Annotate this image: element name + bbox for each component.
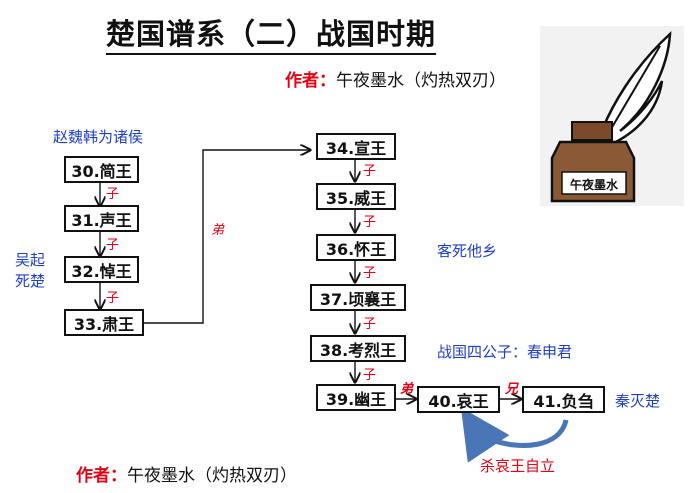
author-name-bottom: 午夜墨水（灼热双刃） (127, 466, 297, 486)
note-fuchu: 秦灭楚 (615, 392, 661, 410)
author-line-top: 作者：午夜墨水（灼热双刃） (285, 66, 506, 91)
author-label-bottom: 作者： (76, 466, 127, 486)
author-name: 午夜墨水（灼热双刃） (336, 71, 506, 91)
relation-30-31: 子 (106, 187, 120, 202)
note-kaolie: 战国四公子：春申君 (437, 343, 573, 361)
king-box-38: 38.考烈王 (310, 335, 406, 362)
relation-36-37: 子 (363, 266, 377, 281)
relation-31-32: 子 (106, 238, 120, 253)
king-box-34: 34.宣王 (316, 133, 396, 160)
note-wu-qi: 吴起 死楚 (15, 250, 45, 292)
king-box-39: 39.幽王 (316, 384, 396, 411)
relation-40-41: 兄 (505, 382, 519, 397)
king-box-33: 33.肃王 (64, 309, 144, 336)
page-title: 楚国谱系（二）战国时期 (106, 17, 437, 56)
king-box-40: 40.哀王 (417, 386, 500, 413)
relation-34-35: 子 (363, 164, 377, 179)
note-wu-qi-line2: 死楚 (15, 272, 46, 290)
relation-33-34: 弟 (211, 223, 225, 238)
quill-icon (550, 30, 672, 203)
king-box-35: 35.威王 (316, 183, 396, 210)
king-box-41: 41.负刍 (522, 386, 605, 413)
relation-39-40: 弟 (400, 382, 414, 397)
relation-37-38: 子 (363, 317, 377, 332)
king-box-32: 32.悼王 (64, 256, 139, 283)
king-box-31: 31.声王 (64, 205, 139, 232)
king-box-30: 30.简王 (64, 156, 139, 183)
note-kill: 杀哀王自立 (480, 457, 556, 475)
author-line-bottom: 作者：午夜墨水（灼热双刃） (76, 461, 297, 486)
kill-curve-arrow (460, 407, 569, 463)
relation-35-36: 子 (363, 215, 377, 230)
note-huai: 客死他乡 (437, 242, 498, 260)
king-box-37: 37.顷襄王 (310, 284, 406, 311)
relation-32-33: 子 (106, 291, 120, 306)
relation-38-39: 子 (363, 368, 377, 383)
logo-label: 午夜墨水 (569, 178, 618, 192)
note-zhao-wei-han: 赵魏韩为诸侯 (53, 128, 144, 146)
author-label: 作者： (285, 71, 336, 91)
ink-quill-logo: 午夜墨水 (540, 26, 684, 206)
arrow-33-34 (144, 150, 310, 324)
king-box-36: 36.怀王 (316, 234, 396, 261)
note-wu-qi-line1: 吴起 (15, 251, 46, 269)
